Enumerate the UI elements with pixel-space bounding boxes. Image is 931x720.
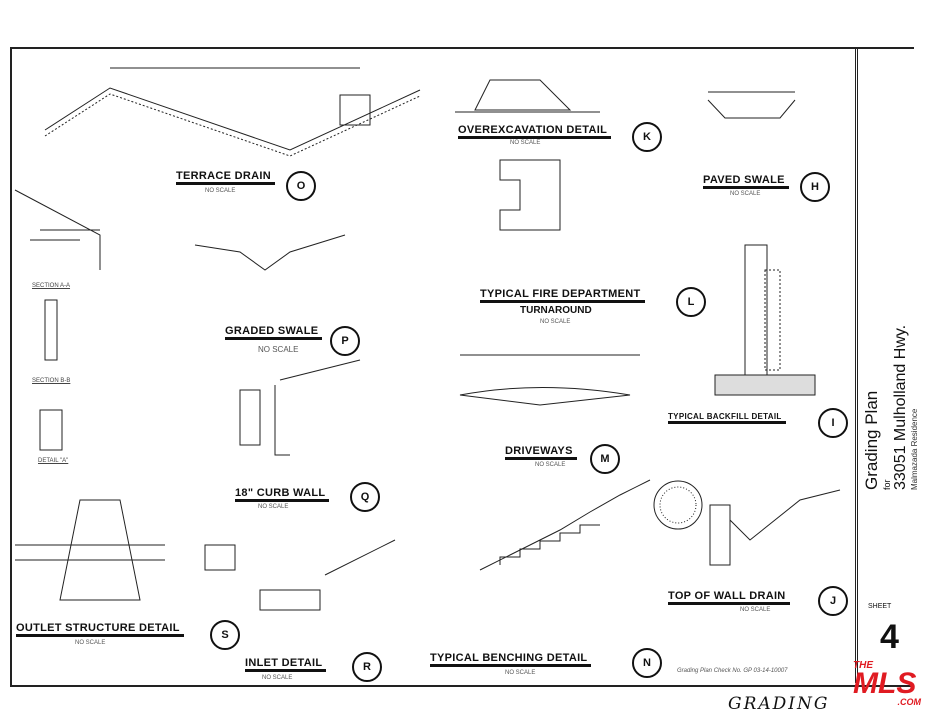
section-b-label: SECTION B-B: [32, 378, 71, 384]
plan-title: Grading Plan: [862, 390, 881, 490]
detail-title-backfill: TYPICAL BACKFILL DETAIL: [668, 412, 786, 424]
detail-marker-m: M: [590, 444, 620, 474]
detail-title-outlet-structure: OUTLET STRUCTURE DETAIL: [16, 622, 184, 637]
detail-marker-s: S: [210, 620, 240, 650]
detail-marker-k: K: [632, 122, 662, 152]
detail-marker-r: R: [352, 652, 382, 682]
mls-com: .COM: [897, 697, 922, 707]
detail-marker-n: N: [632, 648, 662, 678]
detail-title-benching: TYPICAL BENCHING DETAIL: [430, 652, 592, 667]
title-block-text: Grading Plan for 33051 Mulholland Hwy. M…: [862, 325, 919, 490]
mls-the: THE: [853, 660, 873, 671]
detail-title-fire-turnaround: TYPICAL FIRE DEPARTMENT: [480, 288, 645, 303]
detail-marker-j: J: [818, 586, 848, 616]
plan-for: for: [882, 479, 892, 490]
detail-title-paved-swale: PAVED SWALE: [703, 174, 789, 189]
scale-note: NO SCALE: [258, 345, 299, 354]
detail-title-terrace-drain: TERRACE DRAIN: [176, 170, 275, 185]
scale-note: NO SCALE: [205, 188, 236, 194]
sheet-number: 4: [880, 618, 899, 656]
detail-marker-p: P: [330, 326, 360, 356]
handwritten-note: GRADING: [728, 694, 830, 714]
scale-note: NO SCALE: [540, 319, 571, 325]
section-a-label: SECTION A-A: [32, 283, 71, 289]
detail-marker-h: H: [800, 172, 830, 202]
detail-a-label: DETAIL "A": [38, 458, 69, 464]
detail-marker-l: L: [676, 287, 706, 317]
mls-text: MLS: [853, 667, 917, 700]
detail-title-top-of-wall-drain: TOP OF WALL DRAIN: [668, 590, 790, 605]
detail-marker-i: I: [818, 408, 848, 438]
plan-owner: Malmazada Residence: [910, 408, 919, 490]
detail-marker-q: Q: [350, 482, 380, 512]
drawing-sheet: [10, 47, 914, 687]
scale-note: NO SCALE: [510, 140, 541, 146]
detail-title-overexcavation: OVEREXCAVATION DETAIL: [458, 124, 612, 139]
detail-title-graded-swale: GRADED SWALE: [225, 325, 323, 340]
detail-title-curb-wall: 18" CURB WALL: [235, 487, 330, 502]
detail-title-inlet: INLET DETAIL: [245, 657, 327, 672]
detail-title-driveways: DRIVEWAYS: [505, 445, 577, 460]
detail-marker-o: O: [286, 171, 316, 201]
scale-note: NO SCALE: [535, 462, 566, 468]
scale-note: NO SCALE: [730, 191, 761, 197]
scale-note: NO SCALE: [258, 504, 289, 510]
plan-check-number: Grading Plan Check No. GP 03-14-10007: [677, 668, 788, 674]
scale-note: NO SCALE: [262, 675, 293, 681]
scale-note: NO SCALE: [740, 607, 771, 613]
scale-note: NO SCALE: [75, 640, 106, 646]
title-block: [855, 47, 922, 683]
plan-address: 33051 Mulholland Hwy.: [892, 324, 909, 490]
scale-note: NO SCALE: [505, 670, 536, 676]
mls-logo: THE MLS .COM: [853, 660, 925, 707]
sheet-label: SHEET: [868, 603, 892, 610]
detail-title-fire-turnaround-line2: TURNAROUND: [520, 305, 592, 316]
